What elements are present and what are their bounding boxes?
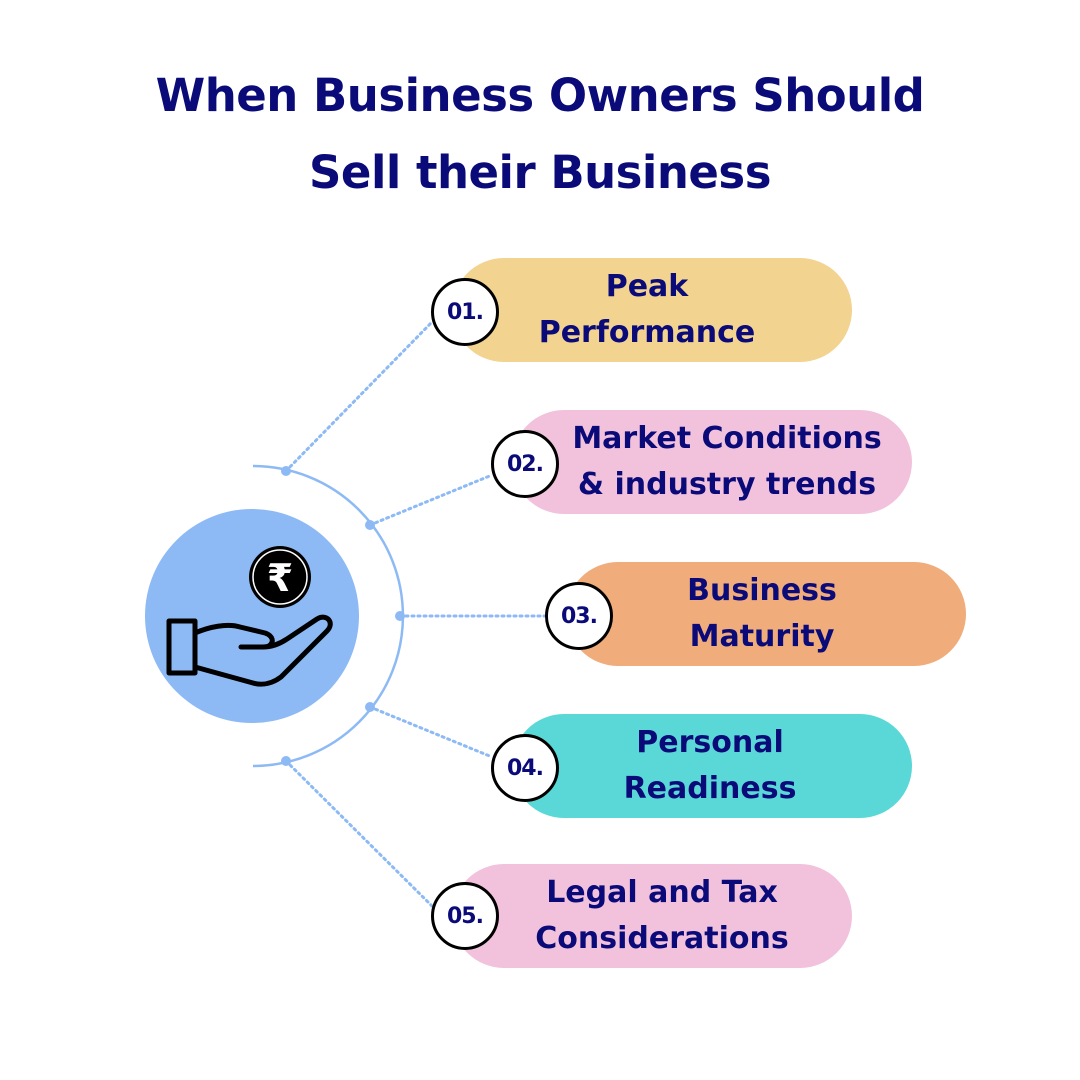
step-pill-5: Legal and Tax Considerations (452, 864, 852, 968)
step-number-badge-4: 04. (491, 734, 559, 802)
step-number-badge-3: 03. (545, 582, 613, 650)
step-number-badge-5: 05. (431, 882, 499, 950)
connector-dot-5 (281, 756, 291, 766)
page-title-line-2: Sell their Business (309, 146, 771, 199)
rupee-symbol: ₹ (267, 556, 293, 600)
step-label-5: Legal and Tax Considerations (535, 875, 789, 956)
connector-dot-1 (281, 466, 291, 476)
hand-rupee-icon: ₹ (145, 509, 359, 723)
hub-circle: ₹ (145, 509, 359, 723)
connector-dot-4 (365, 702, 375, 712)
connector-line-4 (368, 705, 494, 759)
step-pill-3: Business Maturity (566, 562, 966, 666)
connector-line-1 (284, 320, 434, 473)
connector-dots (281, 466, 405, 766)
step-pill-4: Personal Readiness (512, 714, 912, 818)
step-label-2: Market Conditions & industry trends (572, 421, 882, 502)
connector-lines (284, 320, 548, 908)
page-title-line-1: When Business Owners Should (155, 69, 925, 122)
step-pill-1: Peak Performance (452, 258, 852, 362)
connector-line-2 (368, 473, 494, 527)
step-number-badge-1: 01. (431, 278, 499, 346)
step-label-1: Peak Performance (538, 269, 756, 350)
connector-line-5 (284, 759, 434, 908)
step-pill-2: Market Conditions & industry trends (512, 410, 912, 514)
step-number-badge-2: 02. (491, 430, 559, 498)
connector-dot-2 (365, 520, 375, 530)
step-label-4: Personal Readiness (623, 725, 797, 806)
connector-dot-3 (395, 611, 405, 621)
step-label-3: Business Maturity (687, 573, 837, 654)
